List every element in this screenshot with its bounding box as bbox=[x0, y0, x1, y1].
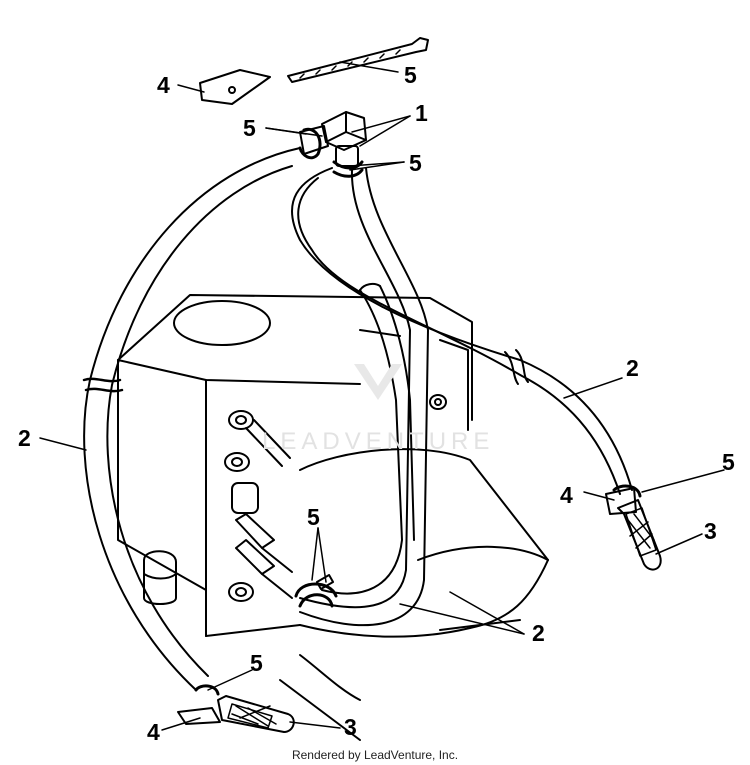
callout-2-left-line: 2 bbox=[18, 425, 31, 451]
tank-fittings bbox=[143, 394, 447, 605]
hose-clamps bbox=[194, 127, 642, 696]
watermark-text: LEADVENTURE bbox=[262, 428, 495, 455]
callout-1-tee: 1 bbox=[415, 100, 428, 126]
fuel-line-inner bbox=[299, 167, 429, 627]
callout-5-lower-clamp: 5 bbox=[250, 650, 263, 676]
callout-3-right-filter: 3 bbox=[704, 518, 717, 544]
fuel-filters bbox=[217, 499, 662, 733]
callout-5-cable-tie: 5 bbox=[404, 62, 417, 88]
watermark-logo-icon bbox=[354, 364, 402, 400]
fuel-tank bbox=[117, 294, 549, 741]
callout-4-lower-bracket: 4 bbox=[147, 719, 160, 745]
callout-4-right-bracket: 4 bbox=[560, 482, 573, 508]
callout-5-upper-clamps: 5 bbox=[243, 115, 256, 141]
fuel-line-left bbox=[82, 147, 301, 691]
tee-fitting bbox=[299, 111, 367, 167]
callout-2-inner-lines: 2 bbox=[532, 620, 545, 646]
callout-5-tee-clamps: 5 bbox=[409, 150, 422, 176]
fuel-line-right bbox=[290, 167, 633, 495]
leader-lines bbox=[39, 61, 725, 731]
callout-4-top: 4 bbox=[157, 72, 170, 98]
callout-3-lower-filter: 3 bbox=[344, 714, 357, 740]
callout-2-right-line: 2 bbox=[626, 355, 639, 381]
callout-5-outlet-clamps: 5 bbox=[307, 504, 320, 530]
footer-credit: Rendered by LeadVenture, Inc. bbox=[291, 748, 459, 762]
callout-5-right-clamp: 5 bbox=[722, 449, 735, 475]
hose-brackets bbox=[177, 69, 637, 725]
